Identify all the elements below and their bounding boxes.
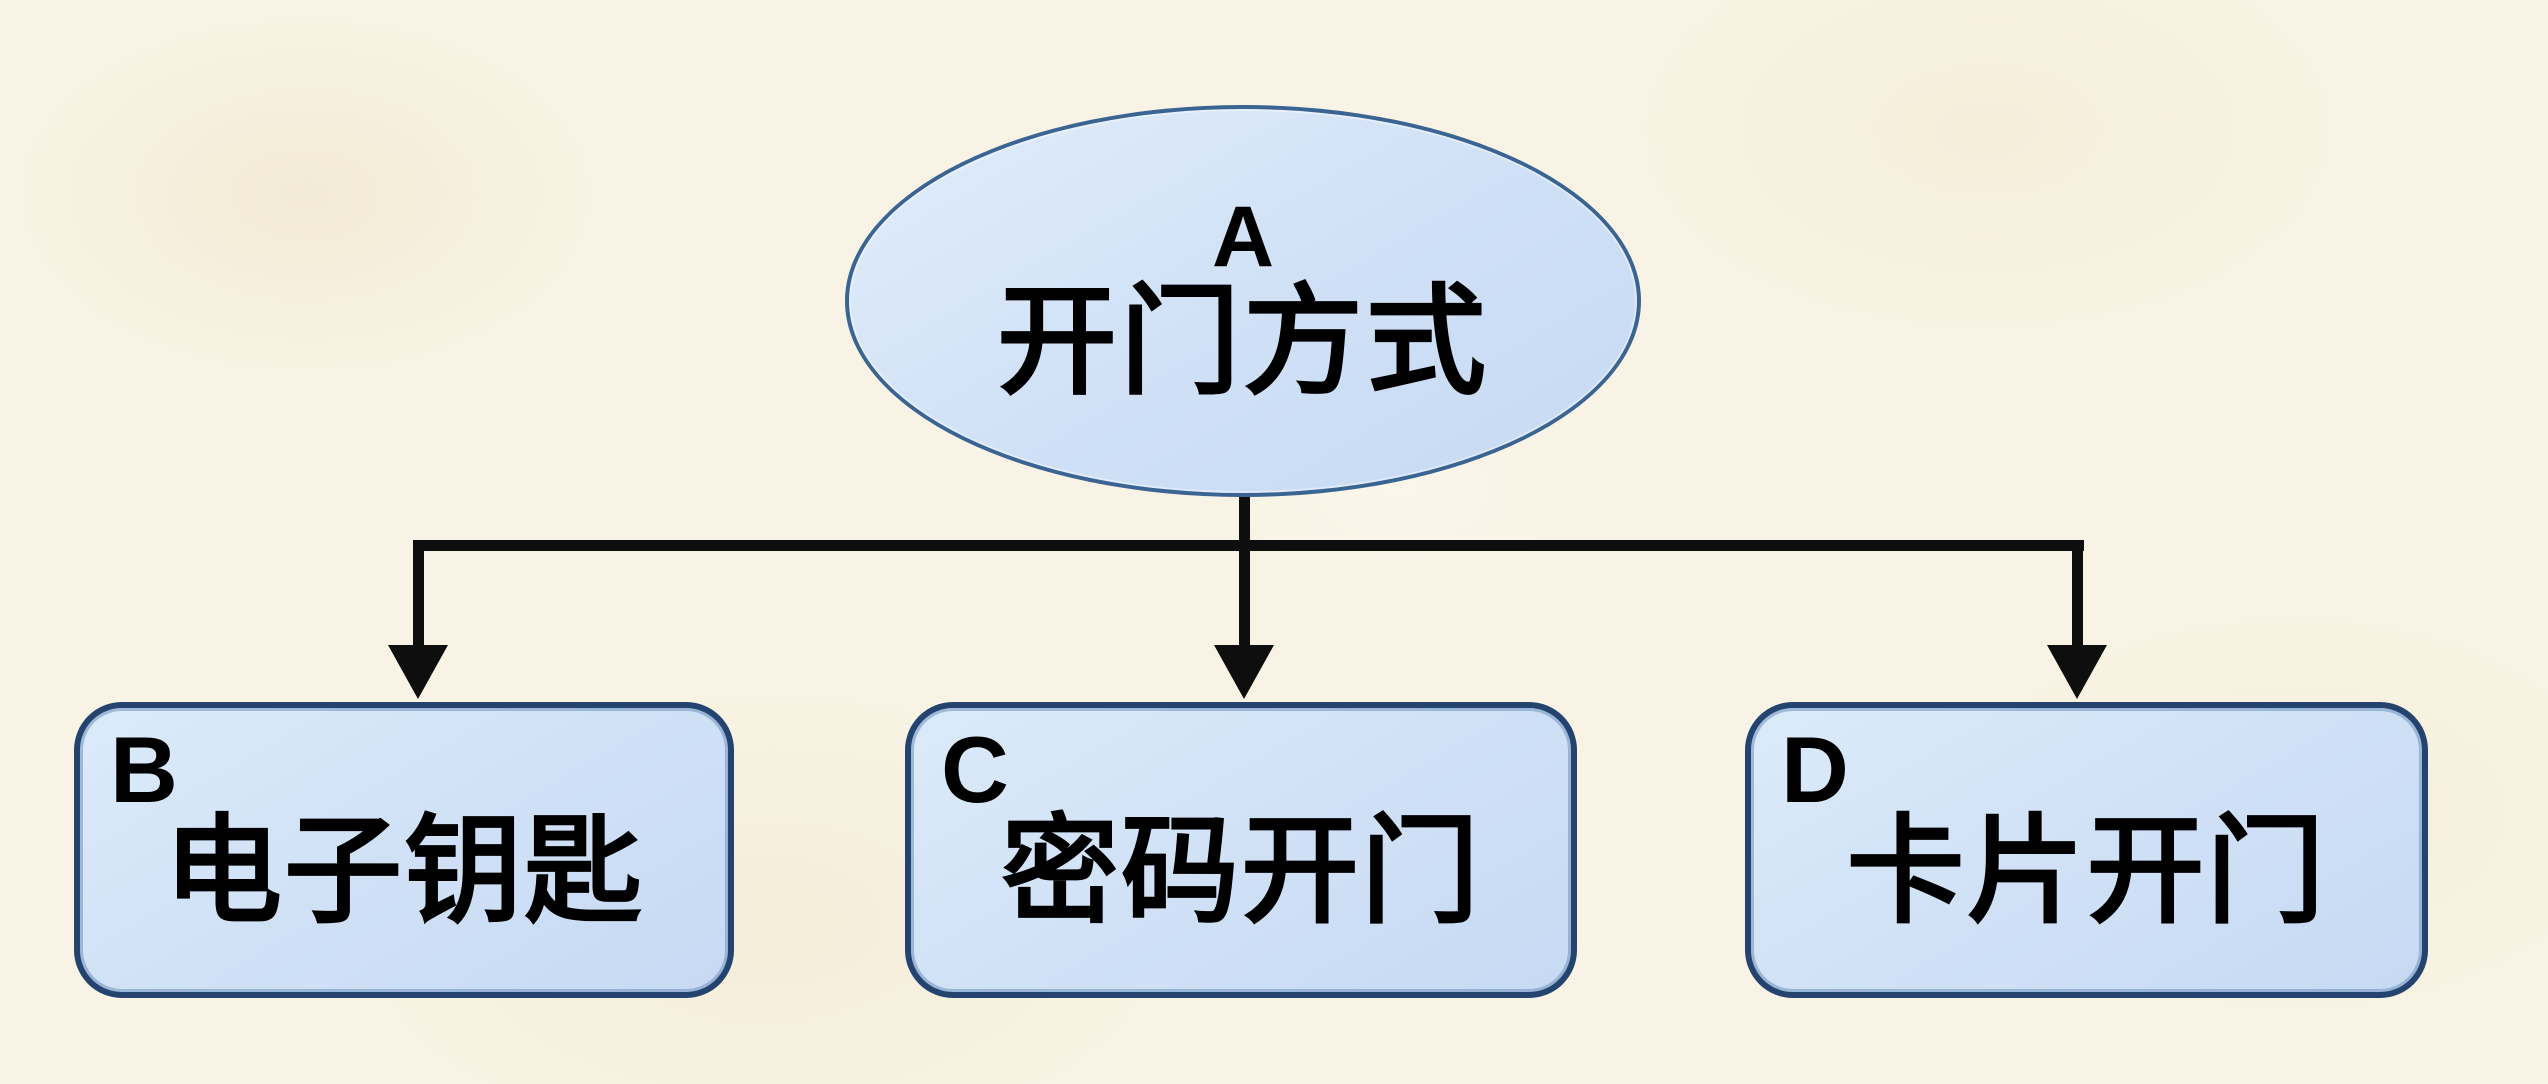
arrow-down-icon-b: [388, 645, 448, 699]
root-node-ellipse: A 开门方式: [845, 105, 1641, 497]
child-node-b-id: B: [110, 717, 178, 822]
arrow-down-icon-d: [2047, 645, 2107, 699]
child-node-d: D 卡片开门: [1745, 702, 2428, 998]
root-node-label: 开门方式: [997, 274, 1489, 409]
connector-drop-b: [413, 551, 424, 647]
connector-drop-c: [1239, 551, 1250, 647]
connector-stem: [1239, 492, 1250, 545]
child-node-c-id: C: [941, 717, 1009, 822]
arrow-down-icon-c: [1214, 645, 1274, 699]
connector-horizontal: [413, 540, 2084, 551]
child-node-b: B 电子钥匙: [74, 702, 734, 998]
child-node-d-id: D: [1781, 717, 1849, 822]
child-node-d-label: 卡片开门: [1846, 805, 2327, 938]
root-node-id: A: [1211, 189, 1275, 286]
child-node-b-label: 电子钥匙: [163, 805, 644, 938]
child-node-c: C 密码开门: [905, 702, 1577, 998]
child-node-c-label: 密码开门: [1000, 805, 1481, 938]
connector-drop-d: [2072, 551, 2083, 647]
